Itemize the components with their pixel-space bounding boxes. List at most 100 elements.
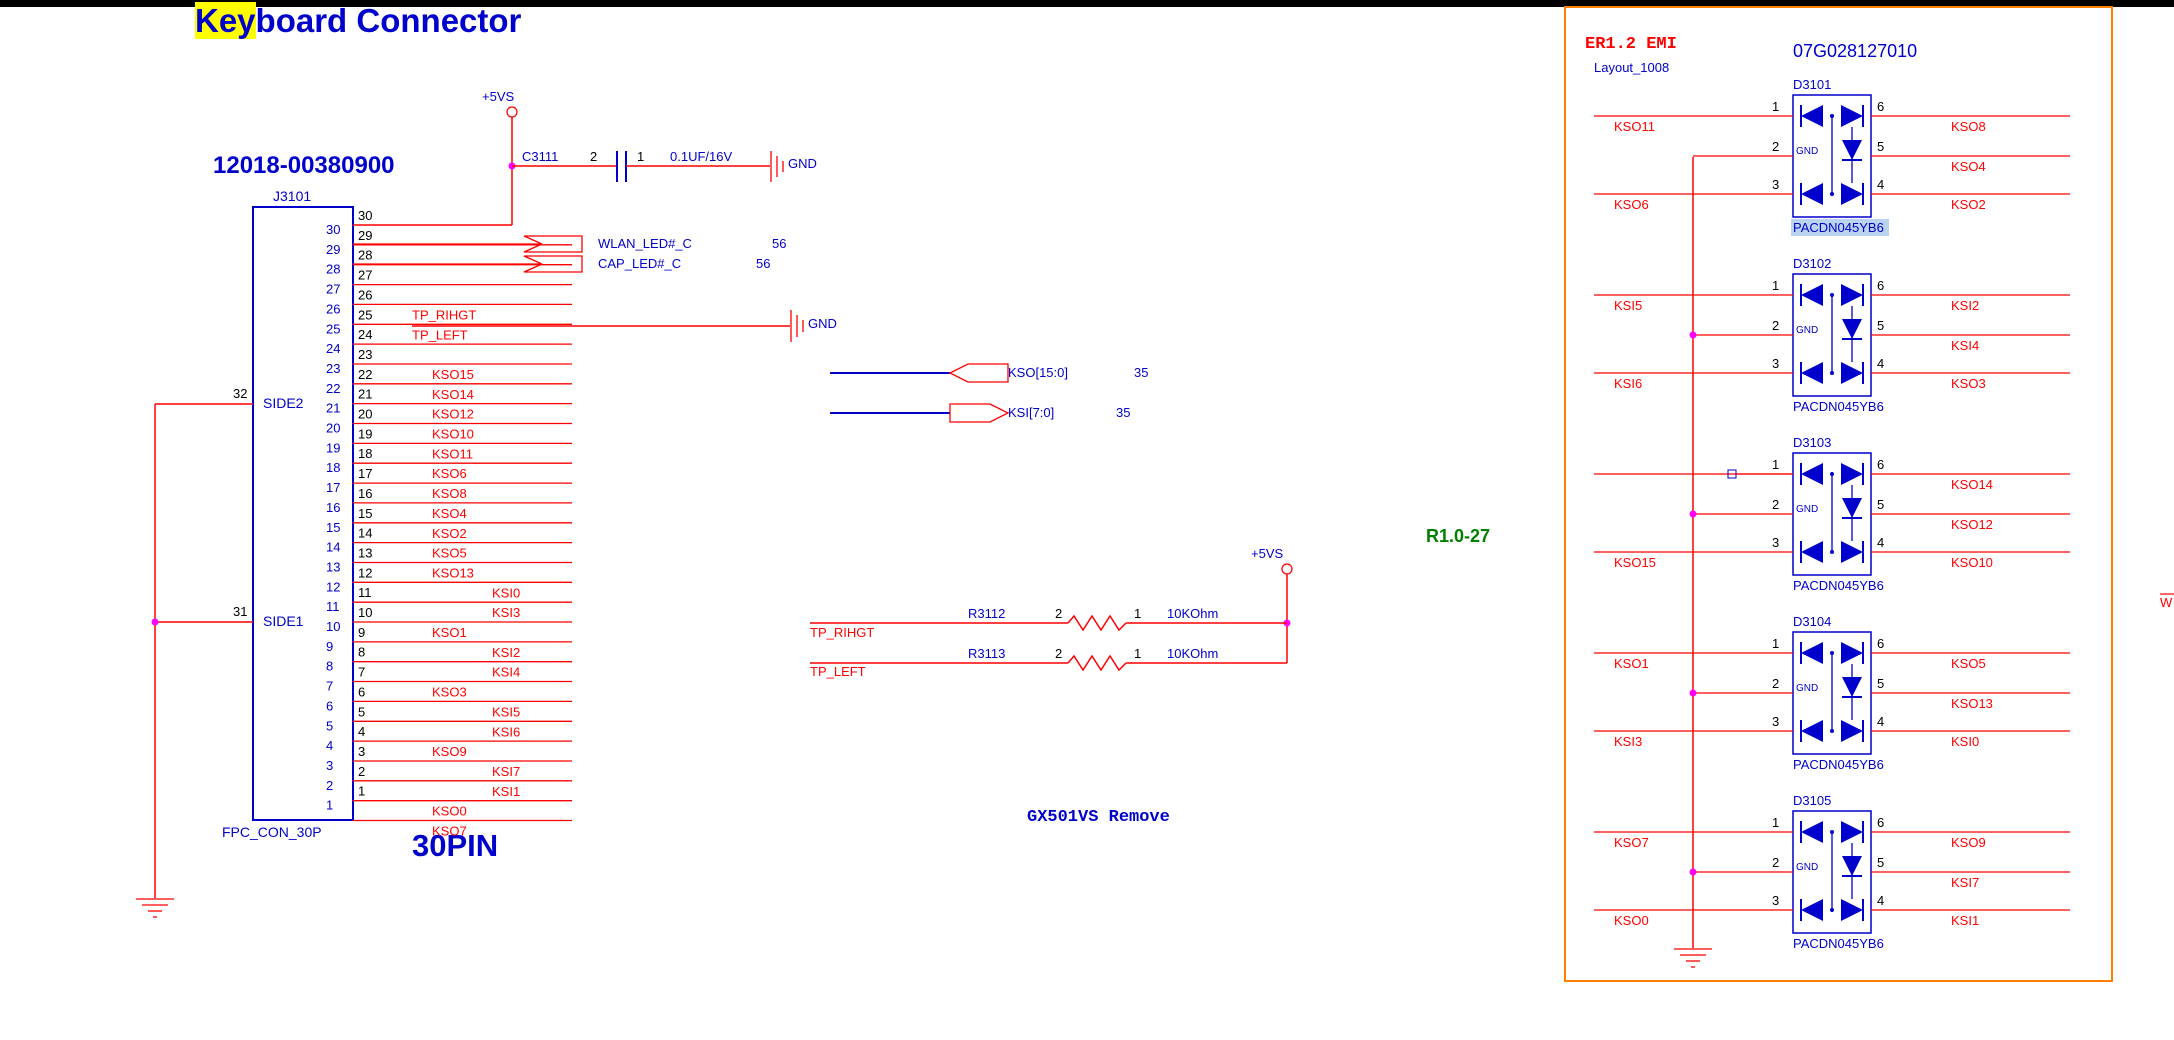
cap-c3111[interactable]: +5VS C3111 2 1 0.1UF/16V GND	[353, 89, 817, 226]
emi-pin-right-number: 5	[1877, 497, 1884, 512]
emi-net-right: KSI1	[1951, 913, 1979, 928]
pin-net-label: KSI0	[492, 585, 520, 600]
emi-net-right: KSI0	[1951, 734, 1979, 749]
pin-net-label: KSO12	[432, 407, 474, 422]
pin-net-label: KSO14	[432, 387, 474, 402]
pin-net-label: KSI2	[492, 645, 520, 660]
emi-net-right: KSO9	[1951, 835, 1986, 850]
diode-triangle	[1801, 720, 1823, 742]
emi-pin-right-number: 4	[1877, 714, 1884, 729]
pin-number-inner: 28	[326, 262, 340, 277]
pin-net-label: KSO11	[432, 446, 473, 461]
diode-triangle	[1801, 899, 1823, 921]
connector-footprint: FPC_CON_30P	[222, 824, 322, 840]
pin-number-inner: 5	[326, 718, 333, 733]
pin-number-inner: 7	[326, 679, 333, 694]
pin-number-inner: 10	[326, 619, 340, 634]
pin-number-outer: 27	[358, 268, 372, 283]
pin-number-outer: 22	[358, 367, 372, 382]
r3113-pin2: 2	[1055, 646, 1062, 661]
diode-triangle	[1801, 463, 1823, 485]
pin-net-label: KSI5	[492, 704, 520, 719]
pin-number-outer: 12	[358, 565, 372, 580]
pin-number-outer: 4	[358, 724, 365, 739]
connector-j3101[interactable]: 12018-00380900 J3101 FPC_CON_30P 30PIN S…	[136, 152, 572, 918]
emi-net-right: KSI7	[1951, 875, 1979, 890]
pin-net-label: KSO6	[432, 466, 467, 481]
r3113-ref: R3113	[968, 646, 1005, 661]
r3112-body	[1067, 614, 1127, 632]
connector-pin-count: 30PIN	[412, 828, 498, 863]
pin-number-inner: 23	[326, 361, 340, 376]
diode-triangle	[1801, 284, 1823, 306]
pin-number-inner: 12	[326, 579, 340, 594]
pin-net-label: TP_LEFT	[412, 327, 468, 342]
emi-net-left: KSI5	[1614, 298, 1642, 313]
pin-net-label: KSI4	[492, 665, 520, 680]
emi-pin-right-number: 5	[1877, 318, 1884, 333]
emi-net-left: KSO7	[1614, 835, 1649, 850]
pin-number-outer: 28	[358, 248, 372, 263]
value-highlight	[1791, 219, 1889, 236]
diode-triangle	[1841, 642, 1863, 664]
emi-pin-left-number: 3	[1772, 714, 1779, 729]
emi-section[interactable]: ER1.2 EMI Layout_1008 07G028127010 D3101…	[1564, 6, 2113, 982]
pin-net-label: KSO4	[432, 506, 467, 521]
emi-node	[1830, 651, 1834, 655]
emi-pin-left-number: 3	[1772, 893, 1779, 908]
diode-triangle	[1801, 183, 1823, 205]
pin-net-label: KSI6	[492, 724, 520, 739]
pin-number-inner: 3	[326, 758, 333, 773]
emi-net-right: KSO10	[1951, 555, 1993, 570]
pin-number-outer: 21	[358, 387, 372, 402]
pin-number-inner: 11	[326, 599, 340, 614]
pin-number-inner: 17	[326, 480, 340, 495]
emi-pin-right-number: 4	[1877, 356, 1884, 371]
emi-node	[1830, 908, 1834, 912]
emi-layout: Layout_1008	[1594, 60, 1669, 75]
offpage-bus[interactable]: KSO[15:0] 35 KSI[7:0] 35	[830, 363, 1148, 423]
pin-number-outer: 29	[358, 228, 372, 243]
r3112-ref: R3112	[968, 606, 1005, 621]
emi-net-left: KSO1	[1614, 656, 1649, 671]
revision-note: R1.0-27	[1426, 526, 1490, 546]
emi-device-ref: D3103	[1793, 435, 1831, 450]
power-port-top	[506, 106, 518, 118]
r3112-pin2: 2	[1055, 606, 1062, 621]
emi-device-value: PACDN045YB6	[1793, 757, 1884, 772]
connector-pins: 30302929282827272626TP_RIHGT2525TP_LEFT2…	[326, 208, 572, 839]
emi-device-value: PACDN045YB6	[1793, 399, 1884, 414]
emi-node	[1830, 293, 1834, 297]
r3113-pin1: 1	[1134, 646, 1141, 661]
cap-led-page: 56	[756, 256, 770, 271]
junction-dot	[1689, 689, 1697, 697]
pullup-resistors[interactable]: +5VS TP_RIHGT R3112 2 1 10KOhm TP_LEFT R…	[810, 546, 1293, 679]
emi-pin-left-number: 1	[1772, 457, 1779, 472]
r3113-body	[1067, 654, 1127, 672]
emi-pin-left-number: 3	[1772, 356, 1779, 371]
r3113-net: TP_LEFT	[810, 664, 866, 679]
pin-net-label: KSO7	[432, 824, 467, 839]
diode-triangle	[1841, 362, 1863, 384]
emi-pin-right-number: 5	[1877, 139, 1884, 154]
emi-device-ref: D3105	[1793, 793, 1831, 808]
emi-device-value: PACDN045YB6	[1793, 936, 1884, 951]
ksi-bus-flag	[949, 403, 1010, 423]
pin-number-inner: 25	[326, 321, 340, 336]
offpage-led[interactable]: WLAN_LED#_C 56 CAP_LED#_C 56	[353, 235, 786, 273]
